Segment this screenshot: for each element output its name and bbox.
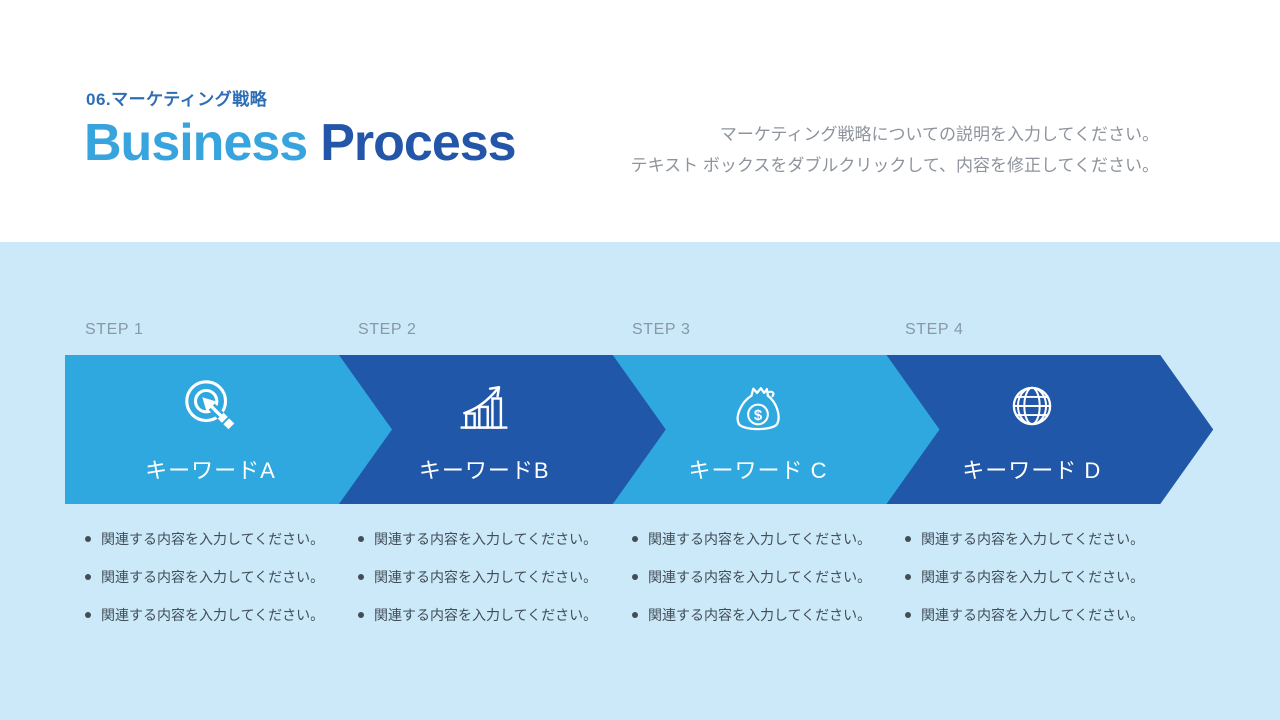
bullet-text: 関連する内容を入力してください。 bbox=[101, 569, 325, 585]
list-item: 関連する内容を入力してください。 bbox=[85, 605, 345, 625]
globe-icon bbox=[1003, 375, 1061, 437]
step-1-bullet-list[interactable]: 関連する内容を入力してください。 関連する内容を入力してください。 関連する内容… bbox=[85, 529, 345, 643]
list-item: 関連する内容を入力してください。 bbox=[358, 605, 618, 625]
description-text-box[interactable]: マーケティング戦略についての説明を入力してください。 テキスト ボックスをダブル… bbox=[631, 119, 1159, 181]
bullet-dot bbox=[85, 574, 91, 580]
money-bag-icon: $ bbox=[728, 375, 788, 437]
list-item: 関連する内容を入力してください。 bbox=[905, 529, 1165, 549]
bullet-text: 関連する内容を入力してください。 bbox=[101, 607, 325, 623]
bullet-dot bbox=[358, 612, 364, 618]
bullet-dot bbox=[905, 574, 911, 580]
step-1-keyword: キーワードA bbox=[145, 457, 276, 483]
list-item: 関連する内容を入力してください。 bbox=[905, 567, 1165, 587]
step-4-keyword: キーワード D bbox=[962, 457, 1102, 483]
step-3-keyword: キーワード C bbox=[688, 457, 828, 483]
bullet-dot bbox=[905, 536, 911, 542]
bullet-text: 関連する内容を入力してください。 bbox=[374, 607, 598, 623]
bullet-text: 関連する内容を入力してください。 bbox=[374, 569, 598, 585]
page-title-dark-part: Process bbox=[320, 114, 516, 172]
bullet-dot bbox=[632, 612, 638, 618]
list-item: 関連する内容を入力してください。 bbox=[632, 605, 892, 625]
list-item: 関連する内容を入力してください。 bbox=[358, 529, 618, 549]
list-item: 関連する内容を入力してください。 bbox=[905, 605, 1165, 625]
bullet-text: 関連する内容を入力してください。 bbox=[648, 569, 872, 585]
description-line-1: マーケティング戦略についての説明を入力してください。 bbox=[719, 125, 1159, 144]
step-2-label: STEP 2 bbox=[358, 321, 417, 338]
page-title-light-part: Business bbox=[84, 114, 308, 172]
bullet-text: 関連する内容を入力してください。 bbox=[648, 607, 872, 623]
bullet-dot bbox=[85, 536, 91, 542]
bullet-dot bbox=[85, 612, 91, 618]
growth-chart-icon bbox=[454, 375, 514, 437]
step-2-arrow-shape[interactable]: キーワードB bbox=[339, 355, 666, 504]
svg-text:$: $ bbox=[754, 407, 763, 424]
list-item: 関連する内容を入力してください。 bbox=[358, 567, 618, 587]
section-kicker: 06.マーケティング戦略 bbox=[86, 90, 268, 109]
step-3-arrow-shape[interactable]: $ キーワード C bbox=[613, 355, 940, 504]
step-4-bullet-list[interactable]: 関連する内容を入力してください。 関連する内容を入力してください。 関連する内容… bbox=[905, 529, 1165, 643]
bullet-dot bbox=[358, 574, 364, 580]
step-2-bullet-list[interactable]: 関連する内容を入力してください。 関連する内容を入力してください。 関連する内容… bbox=[358, 529, 618, 643]
bullet-dot bbox=[632, 536, 638, 542]
list-item: 関連する内容を入力してください。 bbox=[632, 529, 892, 549]
bullet-text: 関連する内容を入力してください。 bbox=[101, 531, 325, 547]
list-item: 関連する内容を入力してください。 bbox=[85, 567, 345, 587]
bullet-text: 関連する内容を入力してください。 bbox=[374, 531, 598, 547]
step-3-bullet-list[interactable]: 関連する内容を入力してください。 関連する内容を入力してください。 関連する内容… bbox=[632, 529, 892, 643]
list-item: 関連する内容を入力してください。 bbox=[632, 567, 892, 587]
step-3-label: STEP 3 bbox=[632, 321, 691, 338]
bullet-text: 関連する内容を入力してください。 bbox=[921, 531, 1145, 547]
list-item: 関連する内容を入力してください。 bbox=[85, 529, 345, 549]
bullet-text: 関連する内容を入力してください。 bbox=[921, 607, 1145, 623]
description-line-2: テキスト ボックスをダブルクリックして、内容を修正してください。 bbox=[630, 156, 1159, 175]
bullet-dot bbox=[358, 536, 364, 542]
bullet-text: 関連する内容を入力してください。 bbox=[648, 531, 872, 547]
step-2-keyword: キーワードB bbox=[418, 457, 550, 483]
target-arrow-icon bbox=[180, 375, 242, 437]
step-1-arrow-shape[interactable]: キーワードA bbox=[65, 355, 392, 504]
step-4-arrow-shape[interactable]: キーワード D bbox=[886, 355, 1213, 504]
step-4-label: STEP 4 bbox=[905, 321, 964, 338]
bullet-dot bbox=[632, 574, 638, 580]
step-1-label: STEP 1 bbox=[85, 321, 144, 338]
bullet-text: 関連する内容を入力してください。 bbox=[921, 569, 1145, 585]
bullet-dot bbox=[905, 612, 911, 618]
